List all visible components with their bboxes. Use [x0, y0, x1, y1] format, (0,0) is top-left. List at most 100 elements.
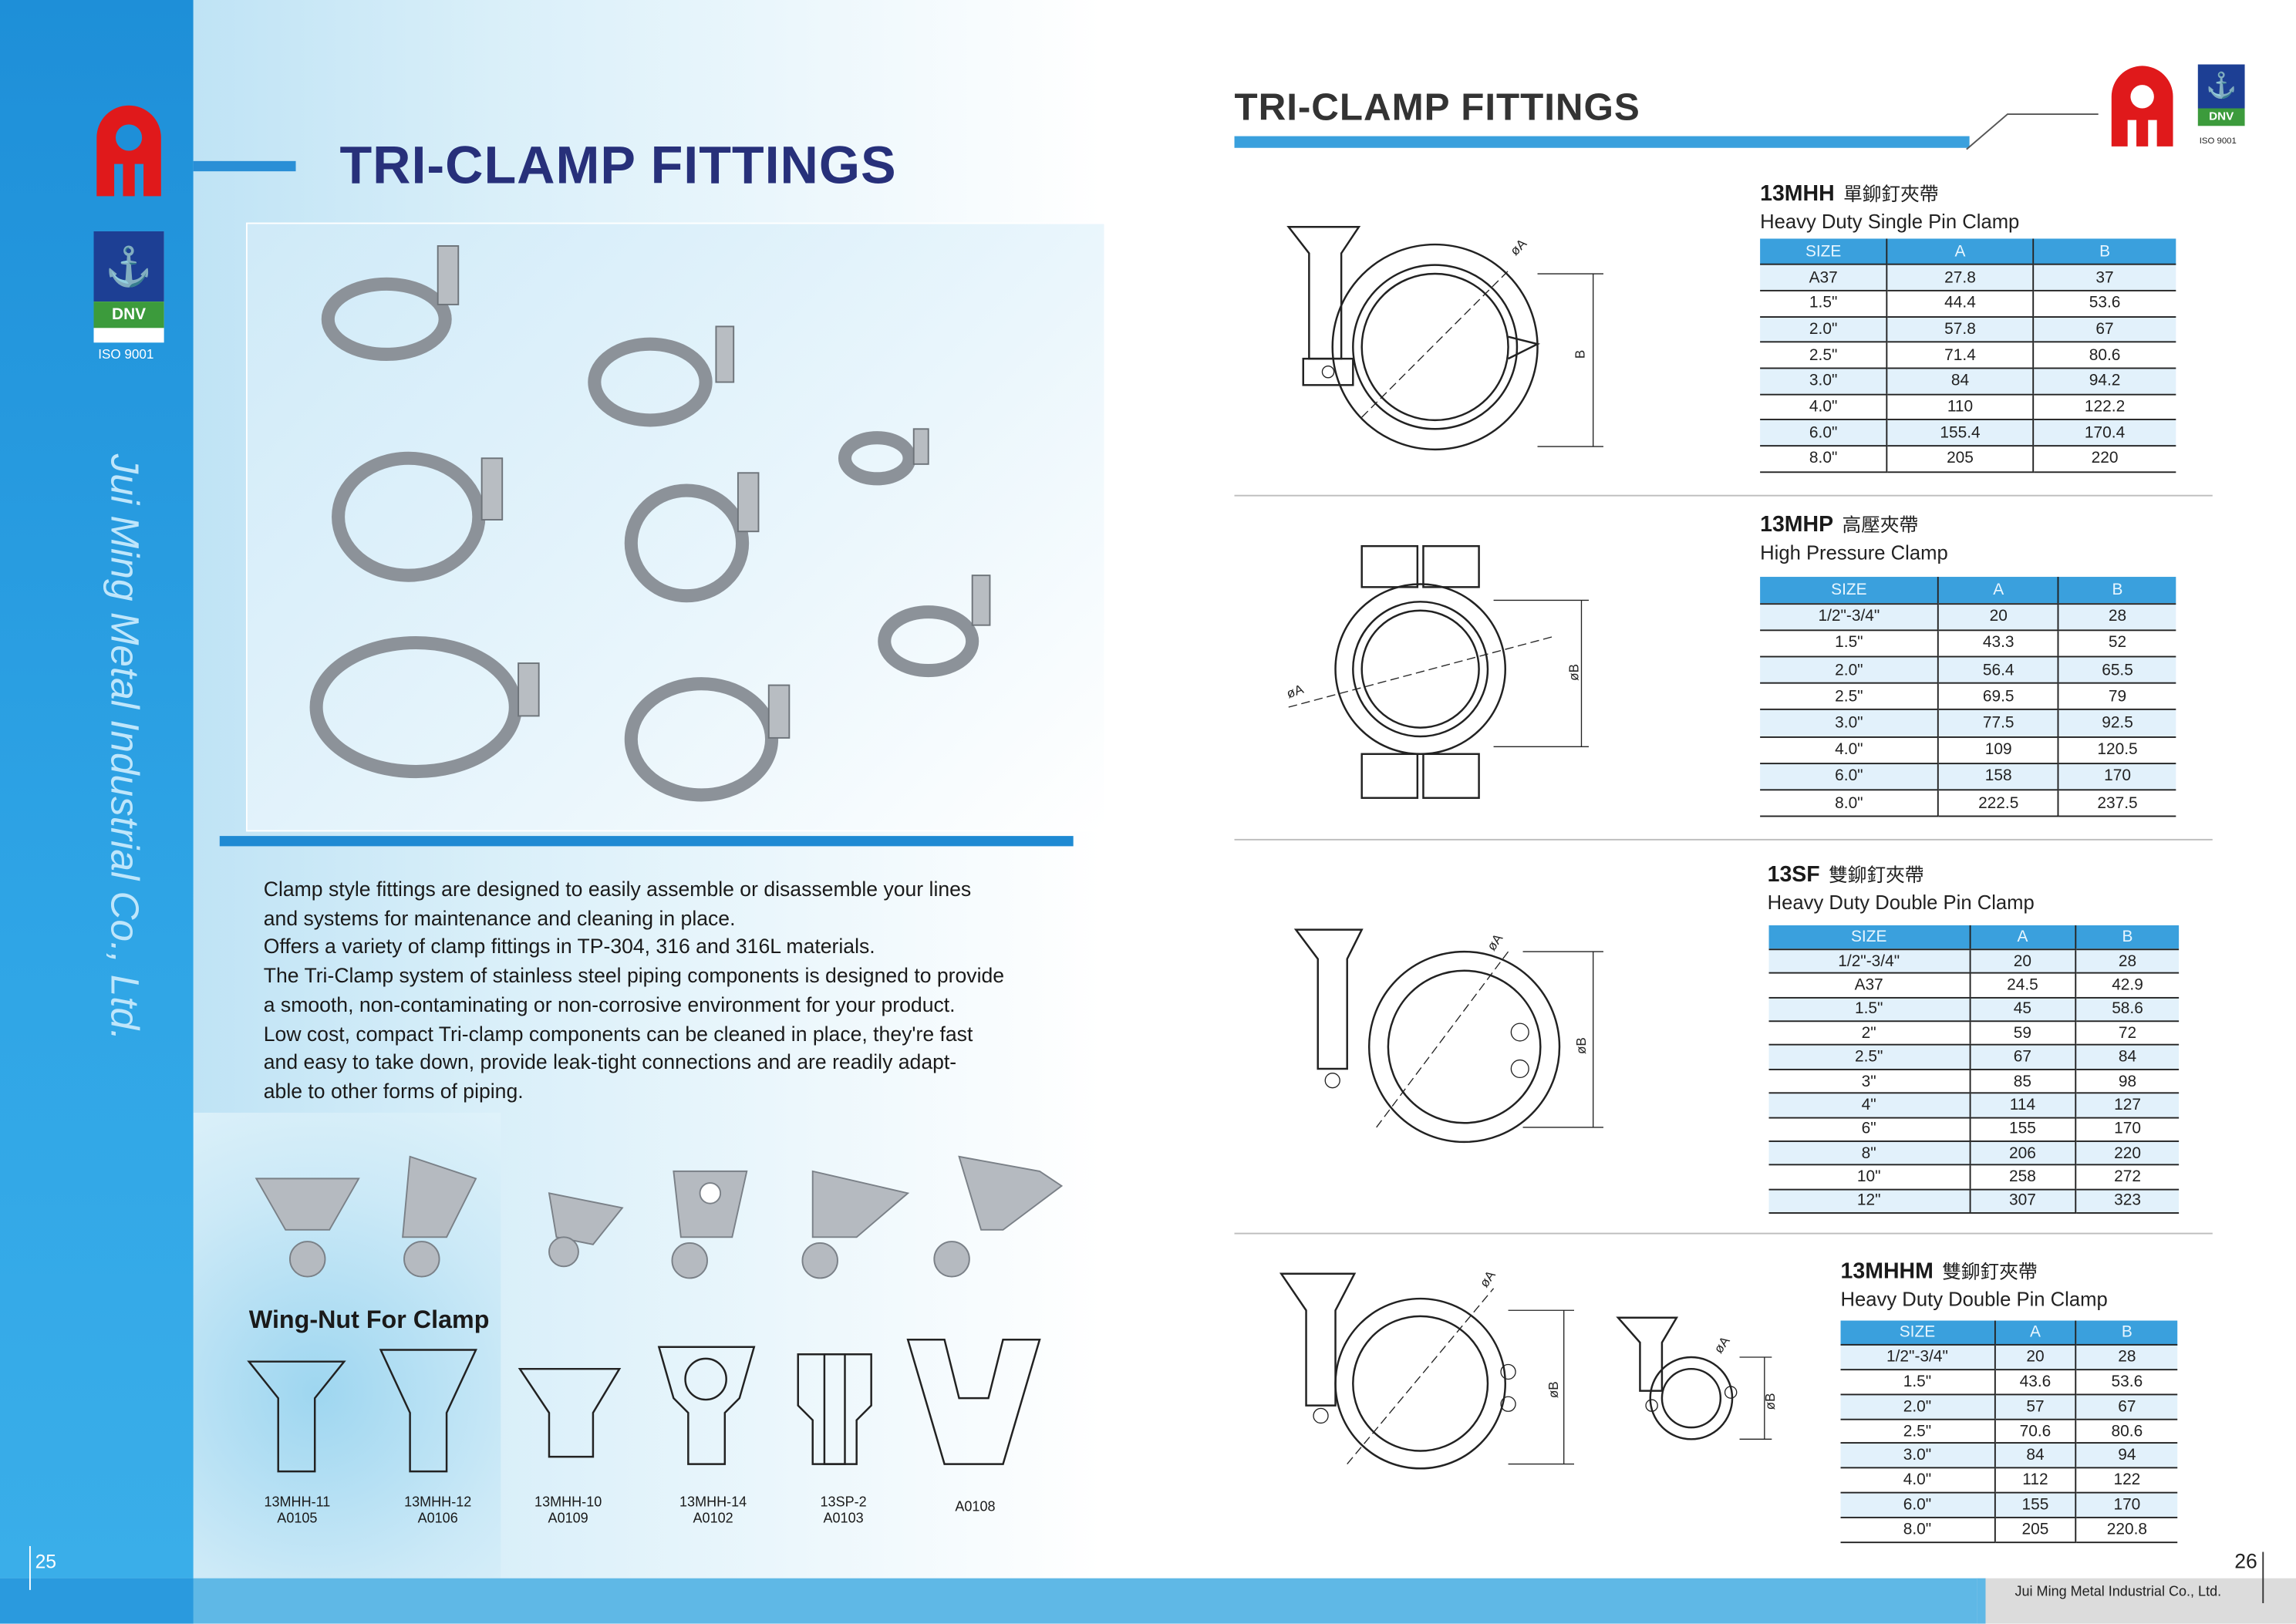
table-cell: 52 [2057, 630, 2176, 658]
table-cell: 237.5 [2057, 790, 2176, 817]
table-cell: 77.5 [1937, 709, 2058, 738]
column-header: A [1937, 577, 2058, 605]
table-cell: 155 [1968, 1117, 2075, 1142]
clamp-product-photo [245, 222, 1106, 832]
wing-nut-model: 13MHH-10 [534, 1494, 602, 1511]
section-divider [1234, 494, 2213, 497]
page-title-right: TRI-CLAMP FITTINGS [1234, 85, 1640, 130]
table-cell: 20 [1968, 949, 2075, 975]
table-cell: 37 [2031, 264, 2176, 291]
table-cell: 53.6 [2075, 1370, 2178, 1396]
table-cell: 67 [2075, 1394, 2178, 1420]
dnv-cert-badge: ⚓ DNV [2197, 64, 2245, 138]
dim-label-ob: øB [1546, 1381, 1561, 1398]
company-logo-icon [2111, 66, 2173, 147]
table-cell: 94 [2075, 1443, 2178, 1469]
table-cell: 65.5 [2057, 656, 2176, 685]
table-cell: 2.0" [1760, 316, 1888, 343]
table-cell: 80.6 [2075, 1419, 2178, 1444]
table-cell: 79 [2057, 683, 2176, 711]
table-cell: 222.5 [1937, 790, 2058, 817]
table-cell: 109 [1937, 736, 2058, 764]
dim-label-ob: øB [1574, 1037, 1589, 1054]
page-number-divider [29, 1545, 31, 1590]
iso-label: ISO 9001 [2199, 137, 2237, 147]
drawing-13sf: øA øB [1293, 928, 1603, 1144]
product-code: 13SF [1767, 862, 1820, 888]
column-header: A [1968, 925, 2075, 951]
table-cell: 67 [1968, 1045, 2075, 1070]
iso-label: ISO 9001 [98, 346, 154, 362]
table-cell: 4.0" [1760, 736, 1939, 764]
column-header: SIZE [1840, 1320, 1995, 1346]
table-cell: 6.0" [1840, 1492, 1995, 1518]
table-cell: 44.4 [1886, 290, 2033, 318]
wing-nut-code: A0102 [693, 1511, 733, 1528]
table-cell: 2.0" [1760, 656, 1939, 685]
table-cell: 56.4 [1937, 656, 2058, 685]
table-cell: 170.4 [2031, 419, 2176, 447]
table-cell: 4" [1768, 1093, 1970, 1118]
table-cell: 27.8 [1886, 264, 2033, 291]
page-number-right: 26 [2234, 1548, 2257, 1573]
description-line: and systems for maintenance and cleaning… [263, 905, 736, 930]
product-chinese-name: 雙鉚釘夾帶 [1829, 864, 1924, 886]
table-cell: 120.5 [2057, 736, 2176, 764]
wing-nut-photos [255, 1155, 1064, 1279]
wing-nut-title: Wing-Nut For Clamp [248, 1306, 490, 1334]
page-title: TRI-CLAMP FITTINGS [339, 134, 897, 195]
table-cell: 85 [1968, 1069, 2075, 1094]
column-header: SIZE [1760, 238, 1888, 265]
table-cell: 3" [1768, 1069, 1970, 1094]
product-name: Heavy Duty Double Pin Clamp [1767, 891, 2035, 914]
column-header: A [1994, 1320, 2076, 1346]
table-cell: 2.5" [1760, 683, 1939, 711]
page-number-left: 25 [35, 1550, 57, 1573]
description-line: Low cost, compact Tri-clamp components c… [263, 1021, 973, 1045]
wing-nut-model: 13MHH-14 [679, 1494, 747, 1511]
table-cell: 1/2"-3/4" [1840, 1345, 1995, 1371]
table-cell: 98 [2075, 1069, 2180, 1094]
table-cell: 58.6 [2075, 997, 2180, 1023]
column-header: SIZE [1760, 577, 1939, 605]
table-cell: 42.9 [2075, 973, 2180, 999]
table-cell: 12" [1768, 1189, 1970, 1215]
table-cell: A37 [1760, 264, 1888, 291]
table-cell: 155.4 [1886, 419, 2033, 447]
table-cell: 1.5" [1768, 997, 1970, 1023]
table-cell: 71.4 [1886, 342, 2033, 369]
wing-nut-model: 13MHH-12 [404, 1494, 472, 1511]
anchor-icon: ⚓ [2197, 64, 2245, 109]
description-line: and easy to take down, provide leak-tigh… [263, 1050, 957, 1074]
product-name: Heavy Duty Single Pin Clamp [1760, 211, 2020, 233]
product-code: 13MHP [1760, 512, 1834, 537]
dim-label-b: B [1573, 350, 1587, 359]
table-cell: 6" [1768, 1117, 1970, 1142]
